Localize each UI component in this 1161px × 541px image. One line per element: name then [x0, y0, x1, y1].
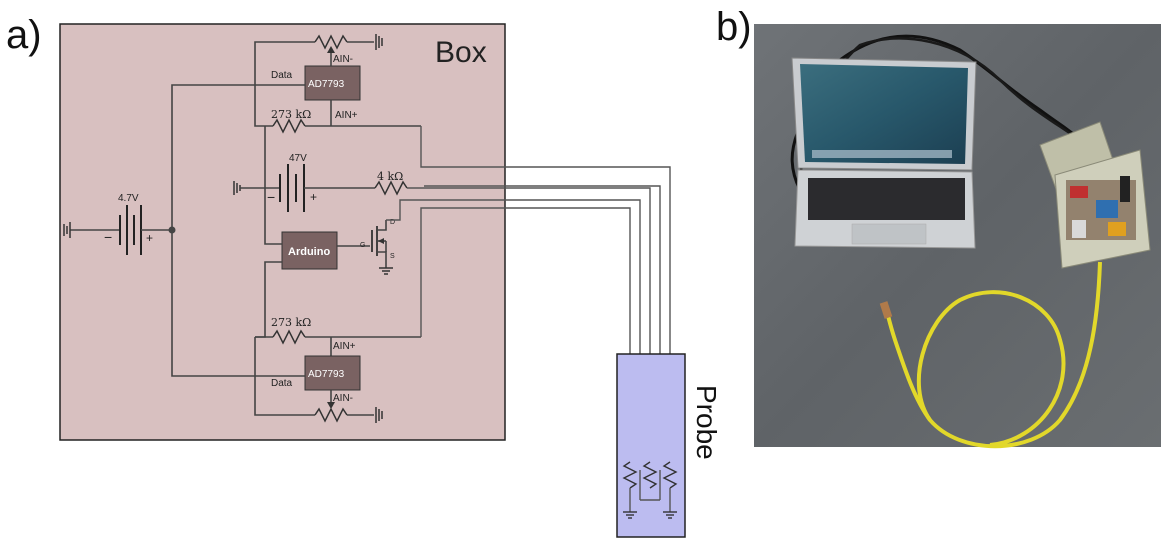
data-bottom-label: Data	[271, 378, 293, 389]
adc-bottom-label: AD7793	[308, 369, 345, 380]
svg-text:−: −	[267, 189, 275, 205]
mosfet-d-label: D	[390, 219, 395, 226]
ain-plus-bottom-label: AIN+	[333, 341, 356, 352]
probe-body	[616, 353, 686, 538]
mosfet-s-label: S	[390, 253, 395, 260]
arduino-chip	[281, 231, 338, 270]
svg-text:+: +	[146, 231, 153, 245]
main-battery-label: 4.7V	[118, 193, 139, 204]
ain-plus-top-label: AIN+	[335, 110, 358, 121]
res-4k-label: 4 kΩ	[377, 170, 403, 183]
probe-title: Probe	[691, 385, 722, 460]
panel-b-letter: b)	[716, 5, 752, 49]
svg-text:−: −	[104, 229, 112, 245]
battery-47-label: 47V	[289, 153, 307, 164]
photo-setup	[754, 24, 1161, 449]
svg-text:+: +	[310, 190, 317, 204]
mosfet: G D S	[360, 219, 395, 275]
res-bottom-label: 273 kΩ	[271, 316, 311, 329]
probe-thermistors	[622, 461, 678, 519]
res-top-label: 273 kΩ	[271, 108, 311, 121]
mosfet-g-label: G	[360, 242, 365, 249]
main-battery: − + 4.7V	[63, 193, 172, 255]
arduino-label: Arduino	[288, 246, 330, 258]
adc-bottom-chip	[304, 355, 361, 391]
adc-top-chip	[304, 65, 361, 101]
ain-minus-top-label: AIN-	[333, 54, 353, 65]
data-top-label: Data	[271, 70, 293, 81]
box-title: Box	[435, 36, 487, 69]
ain-minus-bottom-label: AIN-	[333, 393, 353, 404]
laptop	[791, 57, 977, 249]
panel-a-letter: a)	[6, 13, 42, 57]
electronics-box	[1039, 121, 1151, 269]
adc-top-label: AD7793	[308, 79, 345, 90]
